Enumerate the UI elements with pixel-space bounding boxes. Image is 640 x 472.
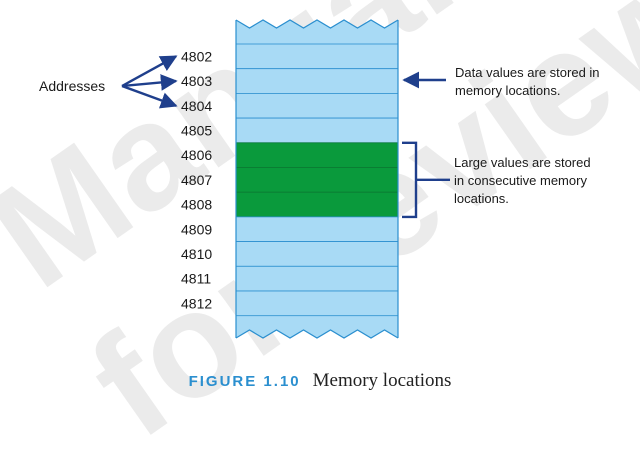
address-label: 4812: [181, 295, 212, 311]
address-label: 4811: [181, 271, 211, 287]
address-arrow: [121, 55, 178, 88]
address-label: 4806: [181, 147, 212, 163]
torn-bottom-edge: [235, 329, 399, 339]
memory-cell: [235, 265, 399, 292]
address-label: 4810: [181, 246, 212, 262]
bracket-path: [402, 141, 450, 219]
memory-diagram: 4802 4803 4804 4805 4806 4807 4808 4809 4810 4811…: [39, 19, 603, 339]
figure-label: FIGURE 1.10: [188, 373, 301, 390]
address-label: 4804: [181, 98, 212, 114]
memory-cell: [235, 241, 399, 267]
address-label: 4808: [181, 197, 212, 213]
figure-caption: FIGURE 1.10 Memory locations: [0, 370, 640, 392]
memory-cell: [235, 117, 399, 144]
memory-cell: [235, 290, 399, 317]
memory-cell: [235, 191, 399, 218]
address-arrow: [121, 74, 178, 91]
memory-cell: [235, 216, 399, 242]
address-label: 4809: [181, 221, 212, 237]
torn-top-fill: [236, 20, 398, 44]
address-label: 4803: [181, 73, 212, 89]
torn-bottom-fill: [236, 315, 398, 338]
memory-cell: [235, 68, 399, 94]
large-values-bracket: [402, 141, 450, 219]
address-arrow: [121, 84, 178, 109]
large-values-note-line-3: locations.: [454, 191, 509, 206]
data-values-note: Data values are stored in memory locatio…: [455, 65, 603, 98]
large-values-note: Large values are stored in consecutive m…: [454, 155, 594, 206]
memory-cell: [235, 142, 399, 168]
addresses-label: Addresses: [39, 78, 105, 94]
figure-title: Memory locations: [312, 370, 452, 391]
address-label: 4802: [181, 48, 212, 64]
large-values-note-line-2: in consecutive memory: [454, 173, 587, 188]
large-values-note-line-1: Large values are stored: [454, 155, 591, 170]
memory-cell: [235, 43, 399, 70]
address-labels: 4802 4803 4804 4805 4806 4807 4808 4809 4810 4811…: [181, 48, 212, 311]
memory-column: [235, 19, 399, 339]
data-values-note-line-2: memory locations.: [455, 83, 560, 98]
data-values-note-line-1: Data values are stored in: [455, 65, 600, 80]
torn-top-edge: [235, 19, 399, 29]
addresses-pointer-arrows: [121, 55, 178, 109]
address-label: 4805: [181, 122, 212, 138]
memory-cell: [235, 93, 399, 119]
memory-cell: [235, 167, 399, 193]
address-label: 4807: [181, 172, 212, 188]
